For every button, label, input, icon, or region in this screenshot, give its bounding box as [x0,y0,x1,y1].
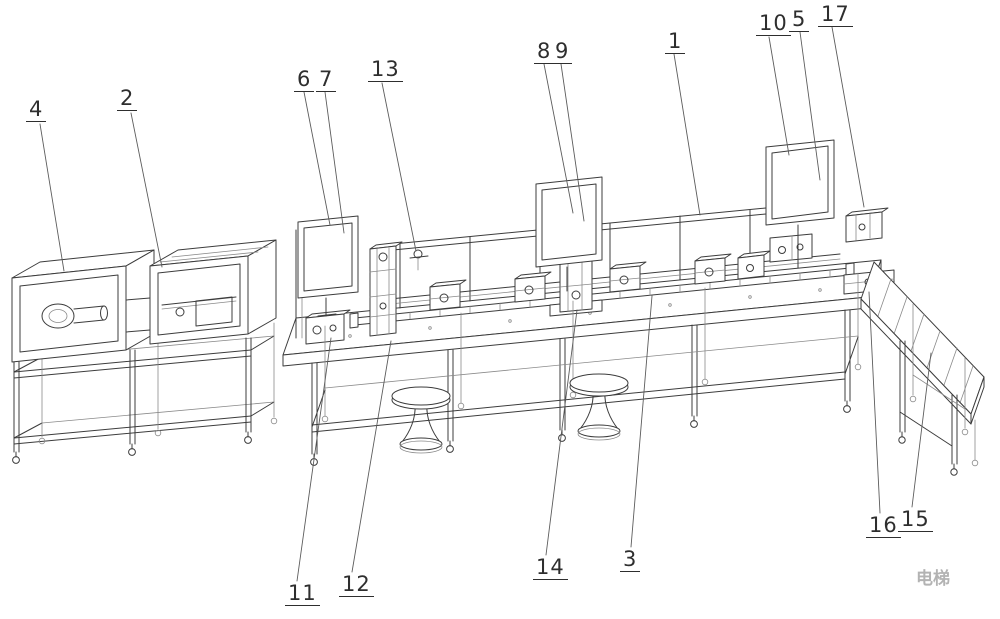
screen-frame-1 [297,215,359,317]
callout-9: 9 [552,40,573,65]
station-assemblies [429,250,771,311]
callout-12: 12 [339,573,374,598]
callout-14: 14 [533,556,568,581]
watermark: 电梯 [887,564,950,589]
callout-3: 3 [620,548,641,573]
screen-frame-3 [765,139,835,269]
callout-13: 13 [368,58,403,83]
callout-10: 10 [756,12,791,37]
stool-1 [391,386,451,454]
callout-15: 15 [898,508,933,533]
enclosure-box [125,239,277,345]
branch-conveyor [860,261,985,476]
callout-11: 11 [285,582,320,607]
screen-frame-2 [535,176,603,292]
rear-component [409,249,429,271]
callout-8: 8 [534,40,555,65]
cabinet-box [11,249,155,363]
paw-icon [887,564,911,582]
bench-legs [310,272,862,466]
callout-17: 17 [818,3,853,28]
watermark-text: 电梯 [916,568,950,589]
stool-2 [569,373,629,441]
callout-7: 7 [316,68,337,93]
station1-mechanism [295,229,403,345]
left-machine [11,239,278,464]
callout-16: 16 [866,514,901,539]
callout-1: 1 [665,30,686,55]
callout-5: 5 [789,8,810,33]
leader-lines [39,26,932,582]
callout-6: 6 [294,68,315,93]
callout-4: 4 [26,98,47,123]
main-bench [282,139,895,466]
callout-2: 2 [117,87,138,112]
